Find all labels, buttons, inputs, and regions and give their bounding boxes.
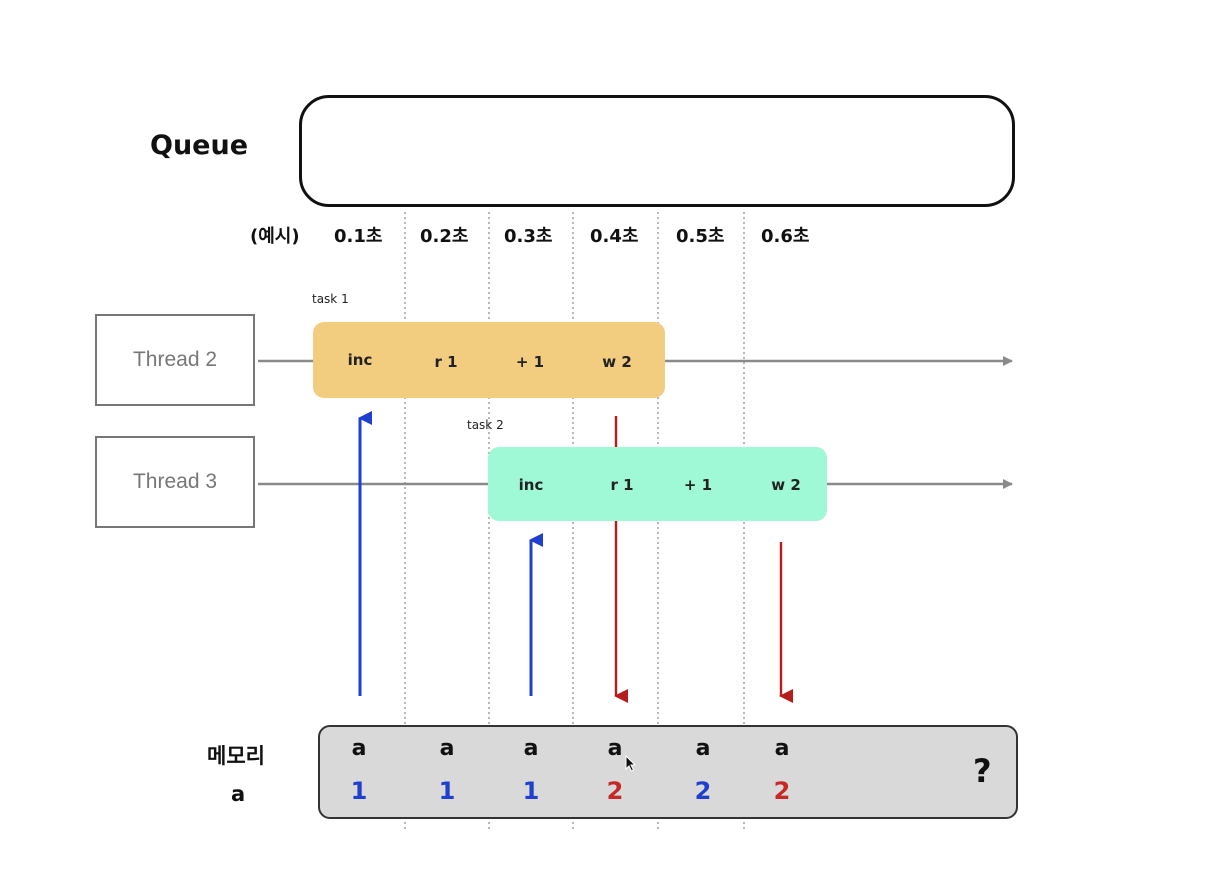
task-2-label: task 2 [467, 418, 504, 432]
memory-variable-label: a [231, 782, 246, 806]
memory-cell-var-4: a [607, 736, 623, 761]
memory-cell-var-6: a [774, 736, 790, 761]
thread-2-box: Thread 2 [95, 314, 255, 406]
task-2-step-write: w 2 [771, 476, 801, 494]
queue-label: Queue [150, 130, 249, 161]
memory-cell-value-6: 2 [773, 777, 791, 805]
memory-cell-value-2: 1 [438, 777, 456, 805]
memory-cell-var-5: a [695, 736, 711, 761]
mouse-cursor-icon [625, 755, 637, 772]
task-2-step-inc: inc [518, 476, 544, 494]
memory-cell-var-3: a [523, 736, 539, 761]
time-tick-2: 0.2초 [420, 226, 469, 247]
time-tick-1: 0.1초 [334, 226, 383, 247]
task-2-step-add: + 1 [683, 476, 713, 494]
memory-cell-value-4: 2 [606, 777, 624, 805]
time-tick-6: 0.6초 [761, 226, 810, 247]
memory-cell-var-1: a [351, 736, 367, 761]
memory-cell-value-3: 1 [522, 777, 540, 805]
task-1-label: task 1 [312, 292, 349, 306]
thread-3-label: Thread 3 [132, 470, 218, 493]
task-1-step-read: r 1 [434, 353, 458, 371]
queue-box [299, 95, 1015, 207]
task-1-step-write: w 2 [602, 353, 632, 371]
time-tick-5: 0.5초 [676, 226, 725, 247]
task-2-bar [488, 447, 827, 521]
task-1-step-add: + 1 [515, 353, 545, 371]
memory-box [318, 725, 1018, 819]
task-1-step-inc: inc [347, 351, 373, 369]
memory-label: 메모리 [207, 744, 265, 768]
unknown-result: ? [973, 752, 992, 790]
example-label: (예시) [250, 226, 300, 247]
time-tick-4: 0.4초 [590, 226, 639, 247]
thread-3-box: Thread 3 [95, 436, 255, 528]
memory-cell-value-5: 2 [694, 777, 712, 805]
task-1-bar [313, 322, 665, 398]
thread-2-label: Thread 2 [132, 348, 218, 371]
task-2-step-read: r 1 [610, 476, 634, 494]
time-tick-3: 0.3초 [504, 226, 553, 247]
memory-cell-var-2: a [439, 736, 455, 761]
memory-cell-value-1: 1 [350, 777, 368, 805]
